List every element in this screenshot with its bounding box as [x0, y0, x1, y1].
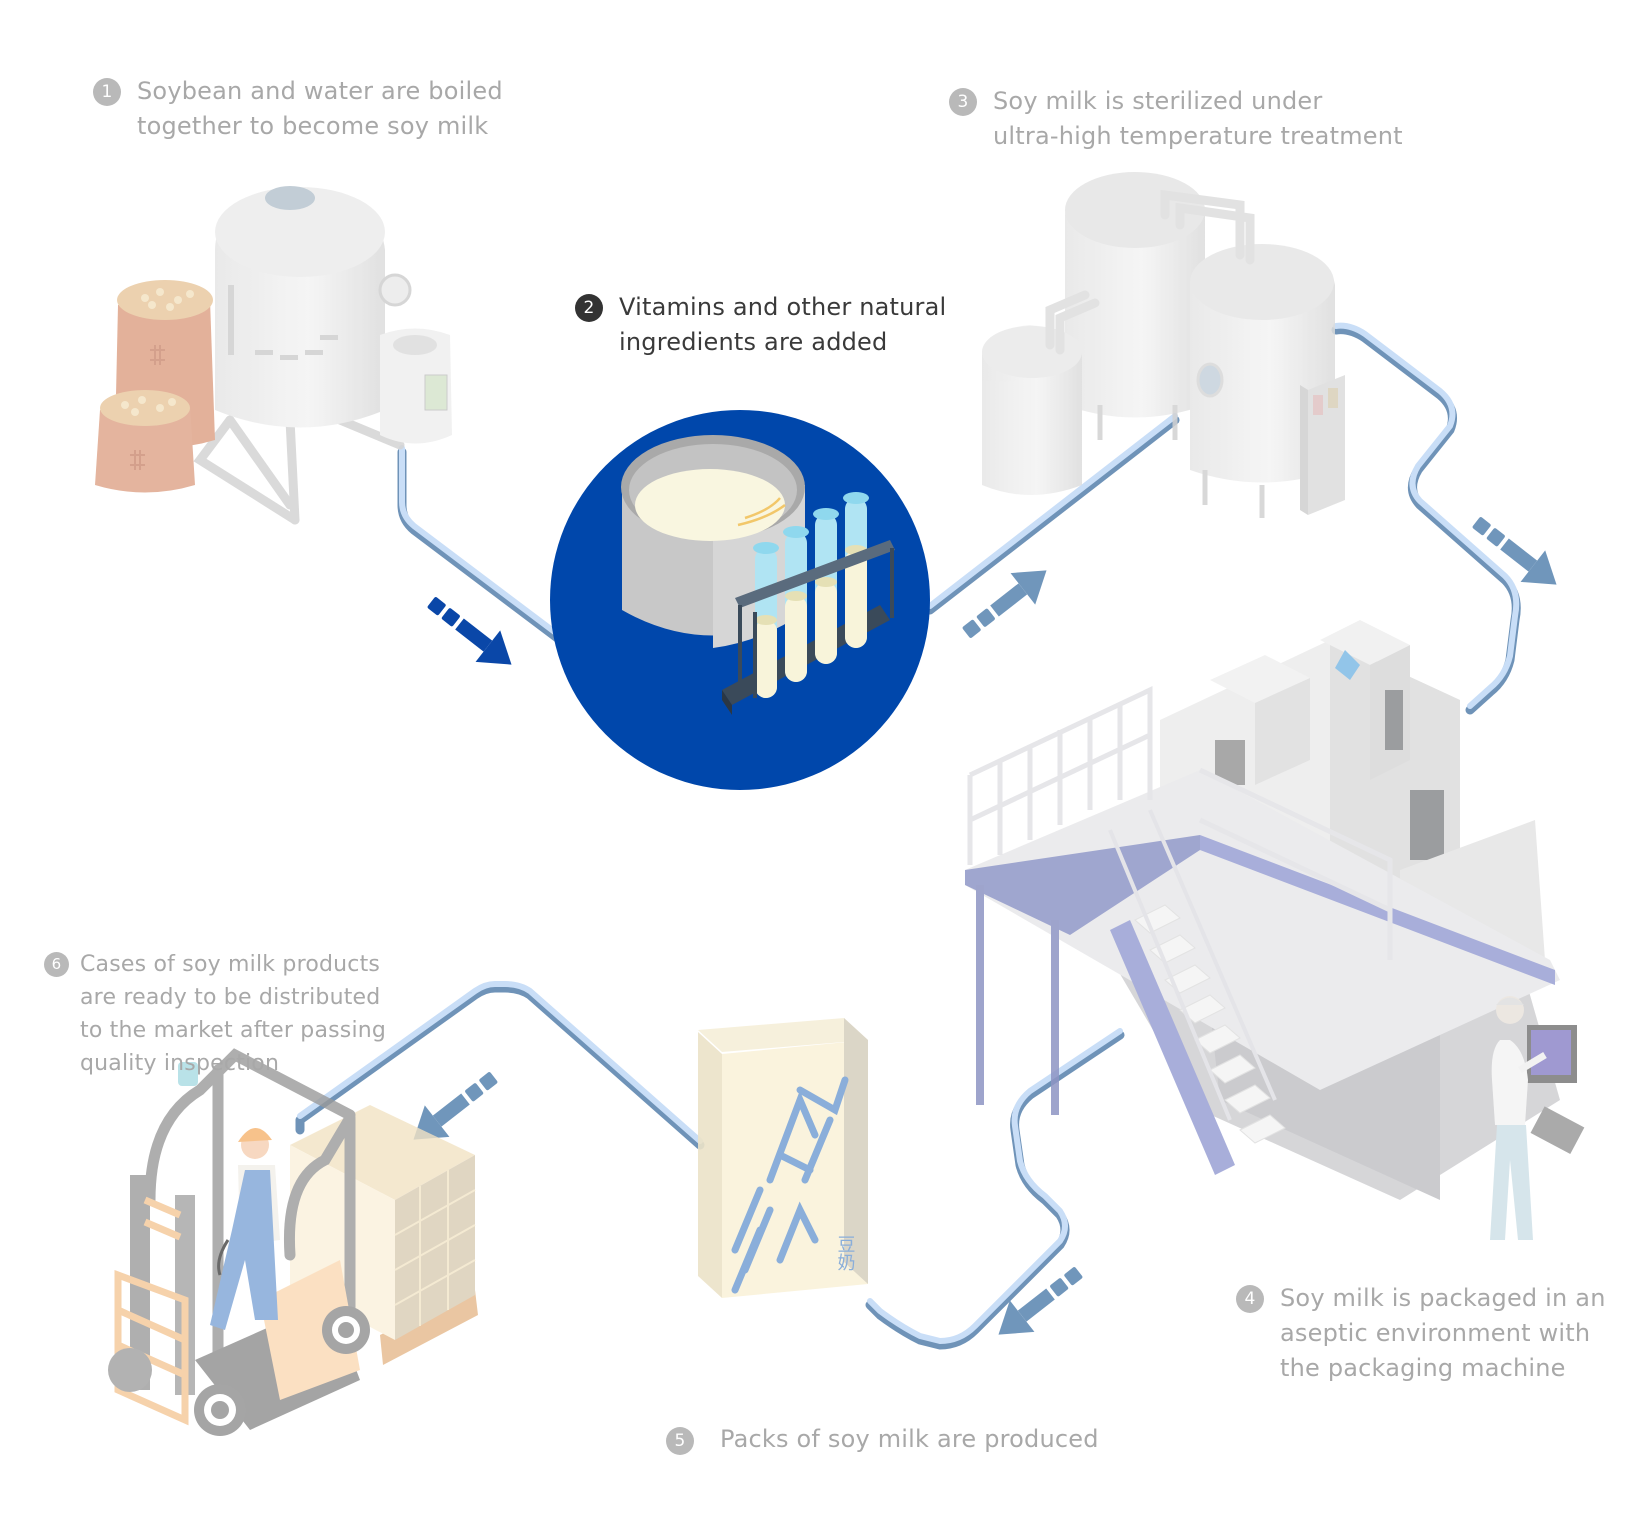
step-6-label: 6 Cases of soy milk products are ready t… [44, 948, 387, 1080]
flow-pipes [295, 322, 1521, 1350]
step-6-badge: 6 [44, 952, 69, 977]
step-4-line-3: the packaging machine [1280, 1354, 1566, 1382]
forklift-illustration [108, 1048, 478, 1436]
step-4-line-2: aseptic environment with [1280, 1319, 1591, 1347]
step-5-label: 5 Packs of soy milk are produced [666, 1422, 1099, 1457]
tank-porthole [265, 186, 315, 210]
forklift-wheels [108, 1306, 370, 1436]
soy-milk-surface [635, 469, 785, 541]
test-tube-rack [722, 492, 895, 715]
carton-logo [731, 1076, 849, 1294]
step-6-line-4: quality inspection [80, 1051, 280, 1076]
step-6-line-2: are ready to be distributed [80, 985, 381, 1010]
step-4-label: 4 Soy milk is packaged in an aseptic env… [1236, 1281, 1606, 1386]
soybean-sacks [95, 280, 215, 493]
tank-stand [193, 415, 405, 525]
step-3-line-2: ultra-high temperature treatment [993, 122, 1403, 150]
arrow-to-step4 [1472, 517, 1557, 585]
boiling-tank-illustration [95, 186, 452, 525]
step-1-line-1: Soybean and water are boiled [137, 77, 503, 105]
step-5-line-1: Packs of soy milk are produced [720, 1425, 1099, 1453]
pallet-of-cases [290, 1105, 478, 1365]
step2-highlight [550, 410, 930, 790]
staircase [1108, 809, 1286, 1175]
sterilization-tanks-illustration [982, 172, 1345, 518]
step-6-line-1: Cases of soy milk products [80, 952, 381, 977]
vitasoy-carton-illustration: 豆奶 [698, 1018, 868, 1298]
pipe-step1-to-step2 [397, 445, 565, 645]
step-1-label: 1 Soybean and water are boiled together … [93, 74, 503, 144]
pipe-step5-to-step6 [295, 981, 705, 1150]
test-tubes [753, 492, 869, 698]
step-3-line-1: Soy milk is sterilized under [993, 87, 1323, 115]
platform-railings [967, 686, 1393, 960]
pressure-gauge [378, 273, 412, 307]
step-2-line-1: Vitamins and other natural [619, 293, 947, 321]
arrow-to-step5 [998, 1267, 1083, 1335]
tank-connecting-pipes [1045, 189, 1255, 355]
step-2-label: 2 Vitamins and other natural ingredients… [575, 290, 947, 360]
step-1-line-2: together to become soy milk [137, 112, 489, 140]
forklift-driver [210, 1127, 280, 1330]
warning-beacon [178, 1062, 198, 1086]
step-3-label: 3 Soy milk is sterilized under ultra-hig… [949, 84, 1403, 154]
mixing-vat [621, 435, 805, 648]
small-control-tank [380, 328, 452, 444]
step-3-badge: 3 [949, 88, 977, 116]
step-2-badge: 2 [575, 294, 603, 322]
machine-operator [1490, 996, 1585, 1240]
pipe-step2-to-step3 [925, 413, 1180, 615]
step-4-badge: 4 [1236, 1285, 1264, 1313]
pipe-step3-to-step4 [1331, 322, 1521, 715]
control-cabinet [1300, 375, 1345, 515]
pipe-step4-to-step5 [865, 1028, 1125, 1350]
step-4-line-1: Soy milk is packaged in an [1280, 1284, 1606, 1312]
packaging-machine-illustration [965, 620, 1585, 1240]
arrow-to-step3 [962, 570, 1047, 638]
tank-markings [255, 335, 338, 360]
arrow-to-step2 [427, 597, 512, 665]
machine-modules [1210, 620, 1444, 860]
carton-product-name: 豆奶 [835, 1235, 856, 1271]
step-5-badge: 5 [666, 1427, 694, 1455]
step-1-badge: 1 [93, 78, 121, 106]
step-2-line-2: ingredients are added [619, 328, 888, 356]
step-6-line-3: to the market after passing [80, 1018, 387, 1043]
